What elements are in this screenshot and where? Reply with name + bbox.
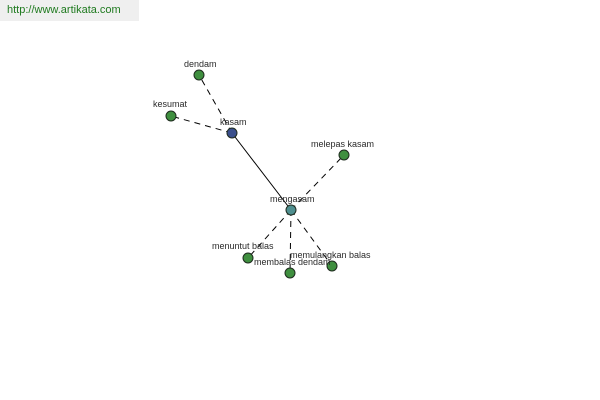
node-mengasam[interactable] [285, 204, 297, 216]
node-label-kesumat[interactable]: kesumat [153, 99, 188, 109]
node-label-memulangkan-balas[interactable]: memulangkan balas [290, 250, 371, 260]
node-layer [165, 69, 350, 279]
edge-mengasam-to-melepas-kasam [290, 154, 345, 211]
node-label-dendam[interactable]: dendam [184, 59, 217, 69]
node-label-mengasam[interactable]: mengasam [270, 194, 315, 204]
source-url-banner[interactable]: http://www.artikata.com [0, 0, 139, 21]
edge-layer [170, 74, 345, 274]
edge-mengasam-to-memulangkan-balas [290, 209, 333, 267]
node-membalas-dendam[interactable] [284, 267, 296, 279]
label-layer: kasam dendam kesumat mengasam melepas kasam m… [153, 59, 374, 267]
node-label-kasam[interactable]: kasam [220, 117, 247, 127]
edge-kasam-to-dendam [198, 74, 233, 134]
edge-kasam-to-mengasam [231, 132, 292, 211]
node-label-menuntut-balas[interactable]: menuntut balas [212, 241, 274, 251]
node-kasam[interactable] [226, 127, 238, 139]
node-label-melepas-kasam[interactable]: melepas kasam [311, 139, 374, 149]
node-dendam[interactable] [193, 69, 205, 81]
node-melepas-kasam[interactable] [338, 149, 350, 161]
node-memulangkan-balas[interactable] [326, 260, 338, 272]
node-label-membalas-dendam[interactable]: membalas dendam [254, 257, 331, 267]
node-menuntut-balas[interactable] [242, 252, 254, 264]
node-kesumat[interactable] [165, 110, 177, 122]
